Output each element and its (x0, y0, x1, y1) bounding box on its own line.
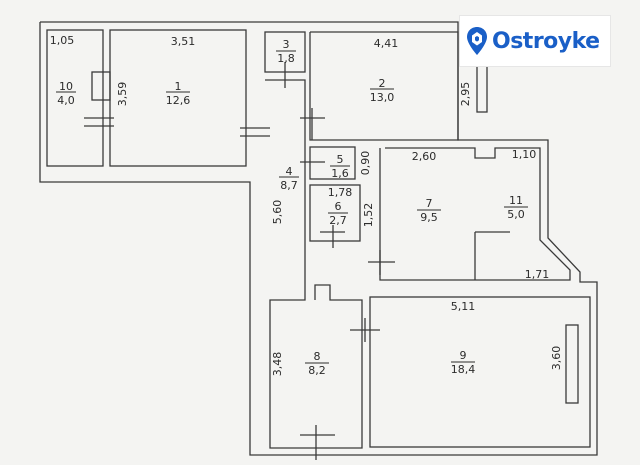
room-number: 4 (286, 165, 293, 178)
dimension-label: 3,51 (171, 35, 196, 48)
room-area: 2,7 (329, 214, 347, 227)
dimension-label: 1,05 (50, 34, 75, 47)
wall-room-7 (379, 147, 571, 281)
room-number: 6 (335, 200, 342, 213)
room-number: 5 (337, 153, 344, 166)
room-area: 9,5 (420, 211, 438, 224)
dimension-label: 3,48 (271, 352, 284, 377)
room-number: 11 (509, 194, 523, 207)
wall-room-2 (309, 31, 459, 141)
dimension-label: 2,95 (459, 82, 472, 107)
dimension-labels: 1,05 3,51 3,59 4,41 2,95 2,60 1,10 0,90 … (50, 34, 563, 376)
dimension-label: 5,11 (451, 300, 476, 313)
window-room-9 (565, 324, 579, 404)
wall-room-6 (309, 184, 361, 242)
room-area: 4,0 (57, 94, 75, 107)
room-number: 3 (283, 38, 290, 51)
room-labels: 10 4,0 1 12,6 3 1,8 2 13,0 4 8,7 5 1,6 6… (57, 38, 525, 377)
dimension-label: 3,59 (116, 82, 129, 107)
room-area: 8,2 (308, 364, 326, 377)
dimension-label: 1,71 (525, 268, 550, 281)
dimension-label: 0,90 (359, 151, 372, 176)
room-number: 7 (426, 197, 433, 210)
room-area: 1,8 (277, 52, 295, 65)
dimension-label: 1,52 (362, 203, 375, 228)
dimension-label: 3,60 (550, 346, 563, 371)
room-number: 2 (379, 77, 386, 90)
room-number: 1 (175, 80, 182, 93)
dimension-label: 5,60 (271, 200, 284, 225)
wall-room-9 (369, 296, 591, 448)
dimension-label: 1,78 (328, 186, 353, 199)
brand-logo: Ostroyke (460, 16, 610, 66)
window-room-2 (476, 59, 488, 113)
dimension-label: 1,10 (512, 148, 537, 161)
label-dividers (56, 50, 528, 364)
dimension-label: 4,41 (374, 37, 399, 50)
room-number: 10 (59, 80, 73, 93)
wall-room-10 (46, 29, 104, 167)
brand-name: Ostroyke (492, 28, 600, 54)
room-area: 12,6 (166, 94, 191, 107)
room-area: 5,0 (507, 208, 525, 221)
room-area: 8,7 (280, 179, 298, 192)
wall-corridor (265, 79, 363, 449)
map-pin-icon (467, 27, 487, 55)
room-area: 13,0 (370, 91, 395, 104)
room-number: 8 (314, 350, 321, 363)
walls (39, 21, 598, 460)
room-number: 9 (460, 349, 467, 362)
room-area: 18,4 (451, 363, 476, 376)
doorway-10-1 (91, 71, 111, 101)
wall-room-5 (309, 146, 356, 180)
dimension-label: 2,60 (412, 150, 437, 163)
room-area: 1,6 (331, 167, 349, 180)
